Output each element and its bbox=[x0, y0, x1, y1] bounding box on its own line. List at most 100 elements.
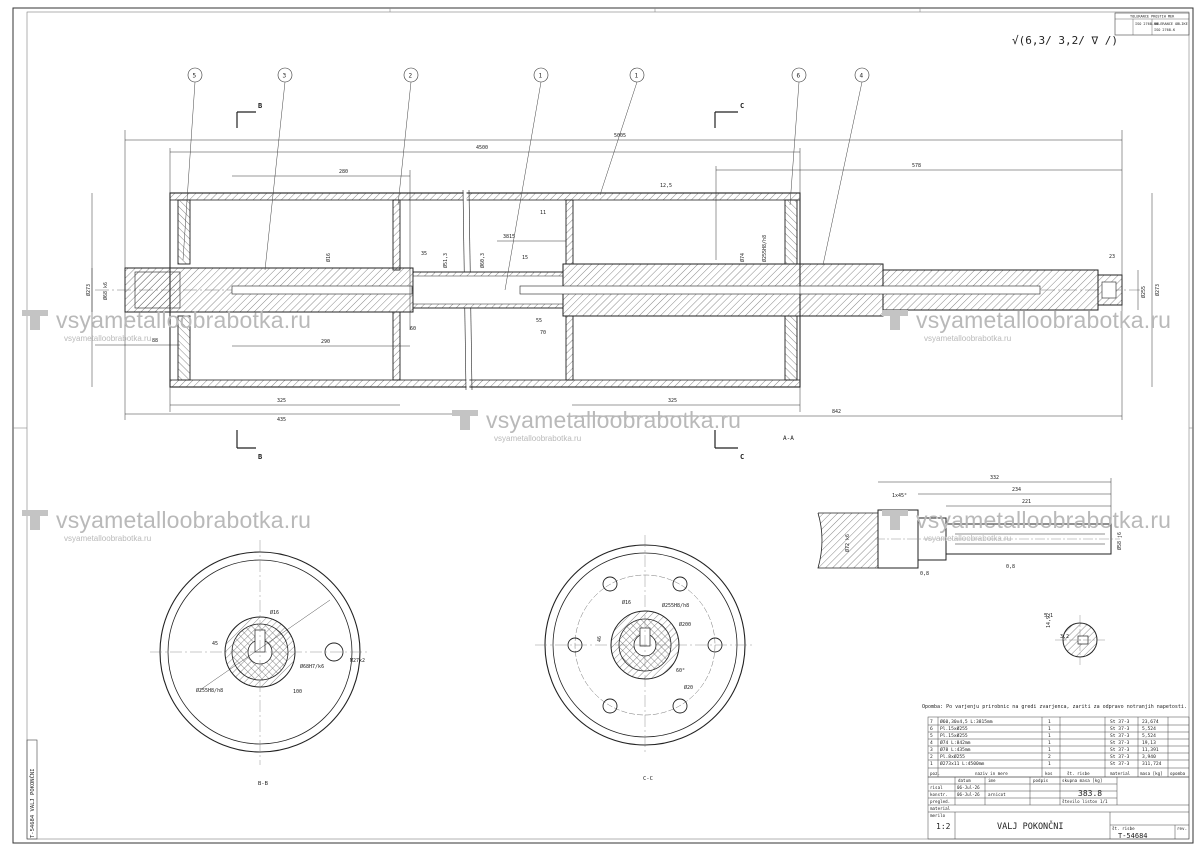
section-mark-c-top: C bbox=[740, 102, 744, 110]
dim-88: 88 bbox=[152, 338, 158, 344]
section-bb-dimensions: Ø16 Ø68H7/k6 Ø255H8/h8 45 100 M27x2 bbox=[196, 609, 365, 695]
bb-dia16: Ø16 bbox=[270, 609, 279, 616]
part-balloons bbox=[187, 67, 870, 83]
section-mark-c-bottom: C bbox=[740, 453, 744, 461]
lbl-approved: pregled. bbox=[930, 799, 950, 804]
section-cc bbox=[535, 535, 755, 755]
parts-cell-pos: 2 bbox=[930, 754, 933, 760]
parts-cell-qty: 2 bbox=[1048, 754, 1051, 760]
dim-roughness-2: 0,8 bbox=[1006, 564, 1015, 570]
parts-cell-name: Ø273x11 L:4500mm bbox=[940, 760, 984, 767]
col-qty: kos bbox=[1045, 771, 1053, 776]
parts-cell-pos: 7 bbox=[930, 719, 933, 725]
main-section-view bbox=[91, 81, 1153, 449]
detail-view bbox=[817, 478, 1120, 665]
dim-11: 11 bbox=[540, 210, 546, 216]
drawing-title: VALJ POKONČNI bbox=[997, 820, 1064, 832]
watermark-4: vsyametalloobrabotka.ru vsyametalloobrab… bbox=[20, 506, 311, 543]
parts-cell-qty: 1 bbox=[1048, 747, 1051, 753]
parts-cell-qty: 1 bbox=[1048, 761, 1051, 767]
dim-dia60: Ø60,3 bbox=[479, 253, 486, 268]
dim-578: 578 bbox=[912, 163, 921, 169]
section-bb bbox=[150, 540, 370, 765]
title-block bbox=[927, 776, 1190, 840]
parts-cell-qty: 1 bbox=[1048, 726, 1051, 732]
lbl-name: ime bbox=[988, 778, 996, 783]
dim-435: 435 bbox=[277, 417, 286, 423]
dim-55: 55 bbox=[536, 318, 542, 324]
dim-280: 280 bbox=[339, 169, 348, 175]
balloon-2: 2 bbox=[409, 73, 413, 80]
section-label-bb: B-B bbox=[258, 781, 269, 787]
parts-cell-pos: 3 bbox=[930, 747, 933, 753]
parts-cell-pos: 4 bbox=[930, 740, 933, 746]
dim-overall: 5005 bbox=[614, 133, 626, 139]
parts-cell-qty: 1 bbox=[1048, 719, 1051, 725]
dim-14-92: 14,92 bbox=[1046, 613, 1052, 628]
parts-cell-material: St 37-3 bbox=[1110, 747, 1130, 753]
dim-15: 15 bbox=[522, 255, 528, 261]
parts-cell-name: Pl.8xØ255 bbox=[940, 753, 965, 760]
lbl-sign: podpis bbox=[1033, 778, 1049, 783]
dim-dia255: Ø255 bbox=[1140, 286, 1147, 298]
parts-cell-material: St 37-3 bbox=[1110, 740, 1130, 746]
lbl-rev: rev. bbox=[1177, 826, 1187, 831]
dim-70: 70 bbox=[540, 330, 546, 336]
col-std: št. risbe bbox=[1067, 771, 1090, 776]
dim-chamfer: 1x45° bbox=[892, 493, 907, 499]
section-label-aa: A-A bbox=[783, 435, 794, 442]
dim-5-1: 5,1 bbox=[1044, 613, 1053, 619]
watermark-5: vsyametalloobrabotka.ru vsyametalloobrab… bbox=[880, 506, 1171, 543]
col-pos: poz. bbox=[930, 771, 940, 776]
parts-cell-pos: 6 bbox=[930, 726, 933, 732]
watermark-1: vsyametalloobrabotka.ru vsyametalloobrab… bbox=[20, 306, 311, 343]
dim-12-5: 12,5 bbox=[660, 183, 672, 189]
cc-60: 60° bbox=[676, 668, 685, 674]
tolerance-title: TOLERANCE PROSTIH MER bbox=[1130, 15, 1175, 19]
parts-cell-mass: 23,674 bbox=[1142, 719, 1159, 725]
col-note: opomba bbox=[1170, 771, 1186, 776]
bb-dia255: Ø255H8/h8 bbox=[196, 687, 223, 694]
cc-dia200: Ø200 bbox=[679, 621, 691, 628]
cc-46: 46 bbox=[597, 636, 603, 642]
cc-dia16: Ø16 bbox=[622, 599, 631, 606]
lbl-total-mass: skupna masa [kg] bbox=[1062, 778, 1102, 783]
dim-3-2: 3,2 bbox=[1060, 634, 1069, 640]
parts-list-header: poz. naziv in mere kos št. risbe materia… bbox=[930, 771, 1186, 776]
parts-cell-name: Pl.15xØ255 bbox=[940, 732, 968, 739]
watermark-logo-icon bbox=[880, 506, 910, 537]
balloon-4: 4 bbox=[860, 73, 864, 80]
sheet-border bbox=[12, 7, 1194, 844]
dim-dia51: Ø51,3 bbox=[442, 253, 449, 268]
parts-cell-name: Ø74 L:842mm bbox=[940, 739, 971, 746]
watermark-2: vsyametalloobrabotka.ru vsyametalloobrab… bbox=[450, 406, 741, 443]
inner-plate-1 bbox=[392, 199, 401, 271]
dim-234: 234 bbox=[1012, 487, 1021, 493]
main-dimensions: 5005 4500 280 578 3815 325 435 325 842 2… bbox=[85, 133, 1161, 423]
end-plate-right bbox=[784, 199, 798, 265]
lbl-sheet-count: število listov bbox=[1062, 799, 1098, 804]
section-label-cc: C-C bbox=[643, 776, 653, 782]
watermark-logo-icon bbox=[450, 406, 480, 437]
dim-dia68: Ø68 k6 bbox=[102, 282, 109, 300]
section-cc-dimensions: Ø16 Ø255H8/h8 Ø200 Ø20 46 60° bbox=[597, 599, 693, 691]
parts-cell-qty: 1 bbox=[1048, 733, 1051, 739]
sheet-inner-border bbox=[26, 11, 1190, 840]
parts-cell-material: St 37-3 bbox=[1110, 719, 1130, 725]
lbl-scale: merilo bbox=[930, 813, 946, 818]
tolerance-general: ISO 2768-mK bbox=[1135, 22, 1159, 26]
bb-45: 45 bbox=[212, 641, 218, 647]
tolerance-box: TOLERANCE PROSTIH MER ISO 2768-mK TOLERA… bbox=[1114, 12, 1190, 36]
parts-cell-mass: 5,524 bbox=[1142, 726, 1156, 732]
section-mark-b-bottom: B bbox=[258, 453, 262, 461]
total-mass: 383.8 bbox=[1078, 789, 1102, 798]
dim-dia74: Ø74 bbox=[739, 253, 746, 262]
cc-dia20: Ø20 bbox=[684, 684, 693, 691]
title-block-text: datum ime podpis skupna masa [kg] risal … bbox=[930, 778, 1187, 840]
bb-100: 100 bbox=[293, 689, 302, 695]
balloon-3: 3 bbox=[283, 73, 287, 80]
dim-842: 842 bbox=[832, 409, 841, 415]
dim-dia273-left: Ø273 bbox=[85, 284, 92, 296]
